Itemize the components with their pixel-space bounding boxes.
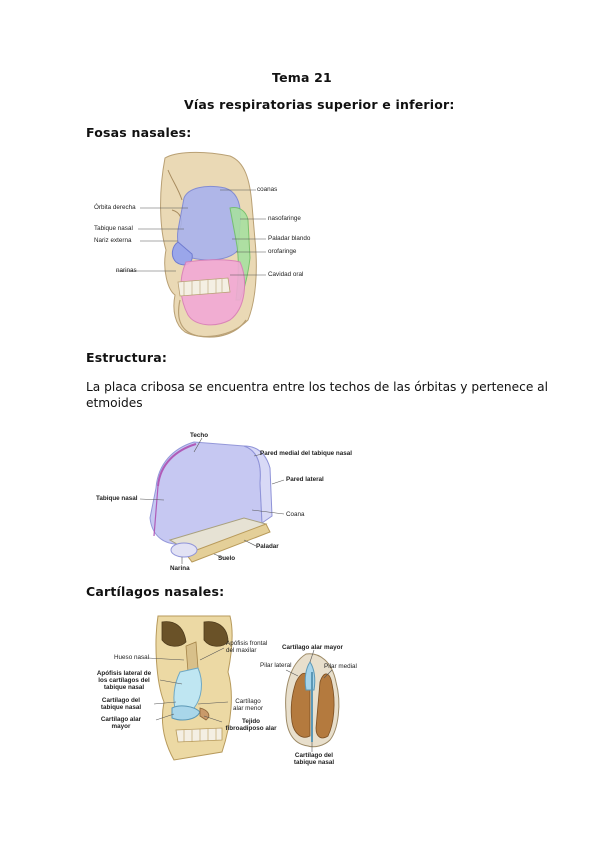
label-alar-menor-2: alar menor	[232, 705, 264, 712]
section-heading-cartilagos: Cartílagos nasales:	[86, 584, 225, 599]
nasal-structure-illustration	[139, 437, 285, 564]
label-hueso-nasal: Hueso nasal	[114, 654, 150, 661]
paragraph-line-1: La placa cribosa se encuentra entre los …	[86, 380, 549, 394]
label-cartilago-tabique-r1: Cartílago del	[294, 752, 334, 759]
label-apofisis-frontal-1: Apófisis frontal	[226, 640, 268, 647]
label-cavidad-oral: Cavidad oral	[268, 271, 304, 278]
label-paladar: Paladar	[256, 543, 279, 550]
nasal-cartilage-illustration	[147, 615, 340, 761]
label-suelo: Suelo	[218, 555, 236, 562]
label-pared-medial: Pared medial del tabique nasal	[260, 450, 353, 457]
label-cartilago-alar-1: Cartílago alar	[100, 716, 142, 723]
section-heading-fosas: Fosas nasales:	[86, 125, 192, 140]
figure-nasal-cartilage: Hueso nasal Apófisis frontal del maxilar…	[84, 612, 374, 772]
paragraph-line-2: etmoides	[86, 396, 143, 410]
label-apofisis-lateral-2: los cartílagos del	[98, 677, 150, 684]
label-cartilago-alar-mayor: Cartílago alar mayor	[282, 644, 343, 651]
figure-nasal-structure: Techo Pared medial del tabique nasal Par…	[94, 428, 364, 578]
label-orofaringe: orofaringe	[268, 248, 297, 255]
label-cartilago-tabique-2: tabique nasal	[100, 704, 142, 711]
label-techo: Techo	[190, 432, 209, 439]
label-tabique-nasal-2: Tabique nasal	[96, 495, 138, 502]
label-apofisis-frontal-2: del maxilar	[226, 647, 257, 654]
label-cartilago-alar-2: mayor	[111, 723, 131, 730]
label-tejido-2: fibroadiposo alar	[225, 725, 277, 732]
label-cartilago-tabique-r2: tabique nasal	[293, 759, 335, 766]
label-coana: Coana	[286, 511, 305, 518]
label-narina: Narina	[170, 565, 190, 572]
label-tejido-1: Tejido	[241, 718, 261, 725]
label-cartilago-tabique-1: Cartílago del	[101, 697, 141, 704]
label-orbita-derecha: Órbita derecha	[94, 204, 136, 211]
label-alar-menor-1: Cartílago	[235, 698, 261, 705]
page-title: Tema 21	[272, 70, 332, 85]
label-pared-lateral: Pared lateral	[286, 476, 324, 483]
label-paladar-blando: Paladar blando	[268, 235, 311, 242]
figure-nasal-cavity: coanas Órbita derecha Tabique nasal Nari…	[80, 150, 340, 345]
label-apofisis-lateral-3: tabique nasal	[103, 684, 145, 691]
nasal-cavity-illustration	[116, 151, 266, 338]
page-subtitle: Vías respiratorias superior e inferior:	[184, 97, 455, 112]
label-tabique-nasal: Tabique nasal	[94, 225, 133, 232]
label-coanas: coanas	[257, 186, 278, 193]
label-apofisis-lateral-1: Apófisis lateral de	[96, 670, 152, 677]
label-pilar-lateral: Pilar lateral	[260, 662, 292, 669]
section-heading-estructura: Estructura:	[86, 350, 168, 365]
label-nasofaringe: nasofaringe	[268, 215, 301, 222]
label-narinas: narinas	[116, 267, 137, 274]
label-nariz-externa: Nariz externa	[94, 237, 132, 244]
label-pilar-medial: Pilar medial	[324, 663, 357, 670]
